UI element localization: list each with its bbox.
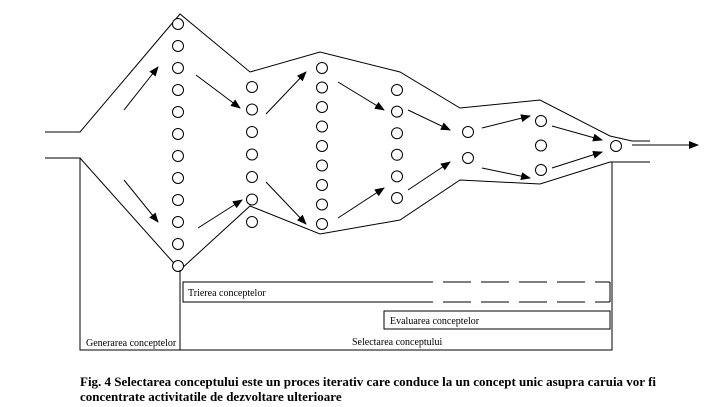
concept-circle	[172, 18, 184, 30]
concept-circle	[246, 126, 258, 138]
flow-arrow	[337, 81, 385, 111]
screening-label: Trierea conceptelor	[188, 288, 266, 299]
concept-circle	[316, 179, 328, 191]
flow-arrow	[265, 71, 307, 115]
flow-arrow	[197, 199, 243, 229]
concept-circle	[535, 115, 547, 127]
concept-circle	[462, 152, 474, 164]
concept-circle	[172, 172, 184, 184]
flow-arrow	[481, 114, 531, 129]
concept-circle	[246, 148, 258, 161]
concept-circle	[316, 159, 328, 172]
concept-circles	[172, 18, 622, 272]
flow-arrow	[123, 66, 159, 111]
flow-arrow	[407, 109, 451, 131]
concept-circle	[316, 218, 328, 230]
flow-arrow	[337, 187, 385, 219]
concept-circle	[172, 62, 184, 74]
caption-line-1: Fig. 4 Selectarea conceptului este un pr…	[80, 374, 657, 389]
concept-circle	[316, 62, 328, 74]
generation-phase-box	[79, 158, 181, 351]
selection-phase-box	[180, 162, 613, 351]
concept-circle	[610, 140, 622, 152]
funnel-upper-outline	[45, 13, 650, 142]
concept-circle	[535, 164, 547, 176]
concept-circle	[172, 106, 184, 118]
concept-circle	[246, 171, 258, 183]
concept-circle	[172, 216, 184, 228]
selection-label: Selectarea conceptului	[352, 337, 442, 348]
concept-circle	[391, 192, 403, 204]
concept-circle	[172, 194, 184, 206]
concept-circle	[391, 170, 403, 183]
concept-circle	[391, 127, 403, 140]
concept-circle	[316, 198, 328, 211]
funnel-lower-outline	[45, 157, 650, 271]
evaluation-bar	[383, 310, 611, 330]
flow-arrow	[195, 74, 241, 109]
concept-circle	[316, 81, 328, 94]
concept-circle	[172, 238, 184, 250]
flow-arrow	[265, 181, 307, 225]
concept-circle	[172, 260, 184, 272]
concept-circle	[172, 84, 184, 96]
concept-circle	[172, 40, 184, 52]
flow-arrow	[481, 167, 531, 181]
concept-circle	[246, 216, 258, 228]
flow-arrow	[551, 125, 603, 142]
flow-arrow	[551, 150, 603, 169]
concept-circle	[462, 126, 474, 138]
concept-circle	[246, 103, 258, 116]
concept-circle	[535, 139, 547, 152]
flow-arrow	[407, 161, 451, 191]
caption-line-2: concentrate activitatile de dezvoltare u…	[80, 389, 342, 404]
flow-arrows	[123, 66, 603, 229]
concept-circle	[316, 120, 328, 133]
concept-circle	[246, 193, 258, 206]
flow-arrow	[123, 179, 159, 223]
concept-circle	[172, 150, 184, 162]
concept-circle	[391, 105, 403, 118]
concept-circle	[172, 128, 184, 140]
concept-circle	[316, 101, 328, 113]
generation-label: Generarea conceptelor	[86, 338, 177, 349]
concept-circle	[391, 148, 403, 161]
evaluation-label: Evaluarea conceptelor	[390, 316, 480, 327]
screening-bar	[182, 281, 611, 303]
concept-circle	[316, 140, 328, 152]
concept-circle	[246, 81, 258, 93]
concept-circle	[391, 84, 403, 96]
figure-caption: Fig. 4 Selectarea conceptului este un pr…	[80, 374, 690, 404]
